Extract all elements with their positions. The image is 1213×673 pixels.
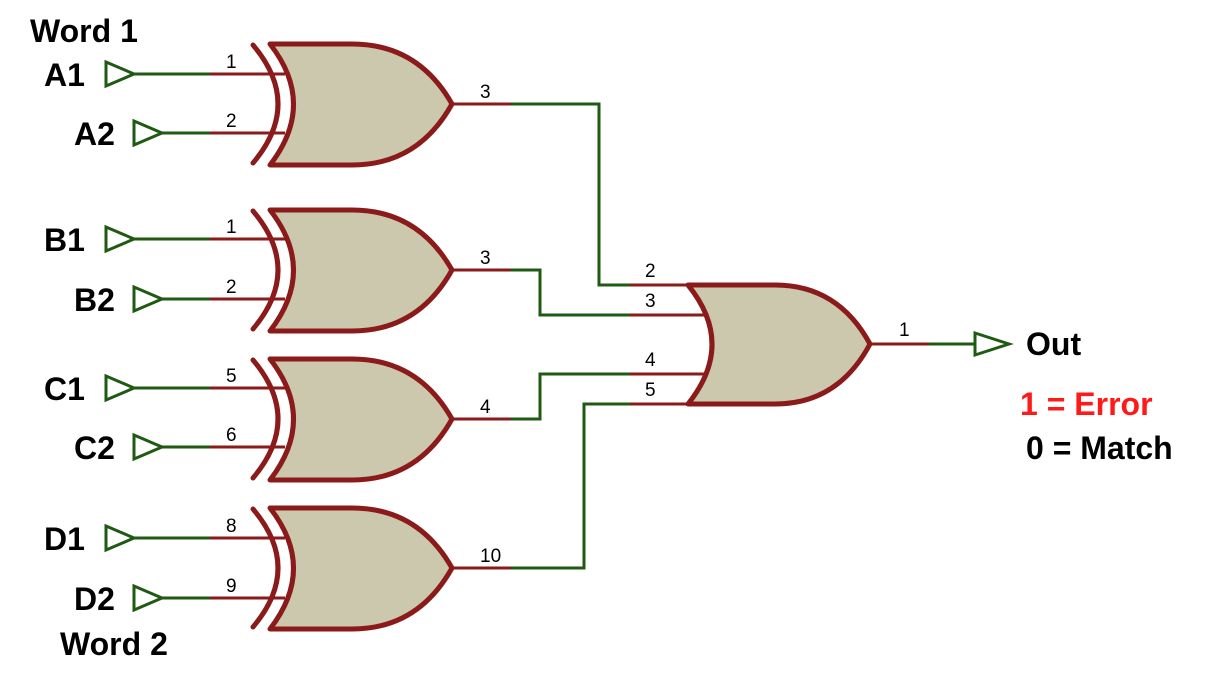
pin-num-xor-a-in1: 1 [226, 52, 237, 73]
wire-xor-b-to-or [510, 268, 632, 317]
pin-num-xor-c-in1: 5 [226, 366, 237, 387]
xor-c-body [267, 356, 455, 483]
xor-a-input-bar [250, 42, 281, 166]
input-label-a1: A1 [44, 57, 85, 93]
input-label-d1: D1 [44, 521, 85, 557]
legend-error: 1 = Error [1020, 386, 1153, 422]
pin-num-xor-b-in1: 1 [226, 217, 237, 238]
input-label-b1: B1 [44, 222, 85, 258]
output-label: Out [1026, 326, 1081, 362]
pin-num-or-in3: 4 [645, 350, 656, 371]
word1-label: Word 1 [30, 13, 138, 49]
xor-gate-c[interactable] [250, 356, 455, 483]
pin-num-xor-d-in2: 9 [226, 576, 237, 597]
input-terminal-d1[interactable] [104, 523, 138, 553]
xor-b-input-bar [250, 208, 281, 332]
xor-gate-b[interactable] [250, 207, 455, 334]
pin-num-xor-b-out: 3 [480, 248, 491, 269]
legend-match: 0 = Match [1026, 430, 1173, 466]
pin-num-or-in2: 3 [645, 291, 656, 312]
input-label-d2: D2 [74, 581, 115, 617]
input-label-a2: A2 [74, 116, 115, 152]
pin-num-or-in4: 5 [645, 380, 656, 401]
pin-num-or-out: 1 [899, 320, 910, 341]
pin-num-xor-b-in2: 2 [226, 277, 237, 298]
pin-num-xor-d-in1: 8 [226, 516, 237, 537]
input-terminal-a1[interactable] [104, 59, 138, 89]
input-terminal-b1[interactable] [104, 224, 138, 254]
pin-num-xor-a-in2: 2 [226, 111, 237, 132]
input-terminal-a2[interactable] [132, 118, 166, 148]
wire-xor-a-to-or [510, 102, 632, 287]
pin-num-xor-c-out: 4 [480, 397, 491, 418]
input-terminal-b2[interactable] [132, 284, 166, 314]
input-terminal-c2[interactable] [132, 432, 166, 462]
xor-b-body [267, 207, 455, 334]
xor-c-input-bar [250, 357, 281, 481]
xor-a-body [267, 41, 455, 168]
input-label-c2: C2 [74, 430, 115, 466]
pin-num-xor-c-in2: 6 [226, 425, 237, 446]
or-gate-final[interactable] [685, 282, 873, 407]
output-terminal-out[interactable] [973, 330, 1014, 358]
xor-d-input-bar [250, 506, 281, 630]
pin-num-xor-d-out: 10 [480, 546, 501, 567]
wire-xor-c-to-or [510, 372, 632, 421]
input-label-b2: B2 [74, 282, 115, 318]
word2-label: Word 2 [60, 626, 168, 662]
pin-num-xor-a-out: 3 [480, 82, 491, 103]
input-terminal-c1[interactable] [104, 373, 138, 403]
xor-gate-d[interactable] [250, 505, 455, 632]
wire-xor-d-to-or [510, 402, 632, 570]
xor-d-body [267, 505, 455, 632]
input-label-c1: C1 [44, 371, 85, 407]
xor-gate-a[interactable] [250, 41, 455, 168]
input-terminal-d2[interactable] [132, 583, 166, 613]
pin-num-or-in1: 2 [645, 261, 656, 282]
